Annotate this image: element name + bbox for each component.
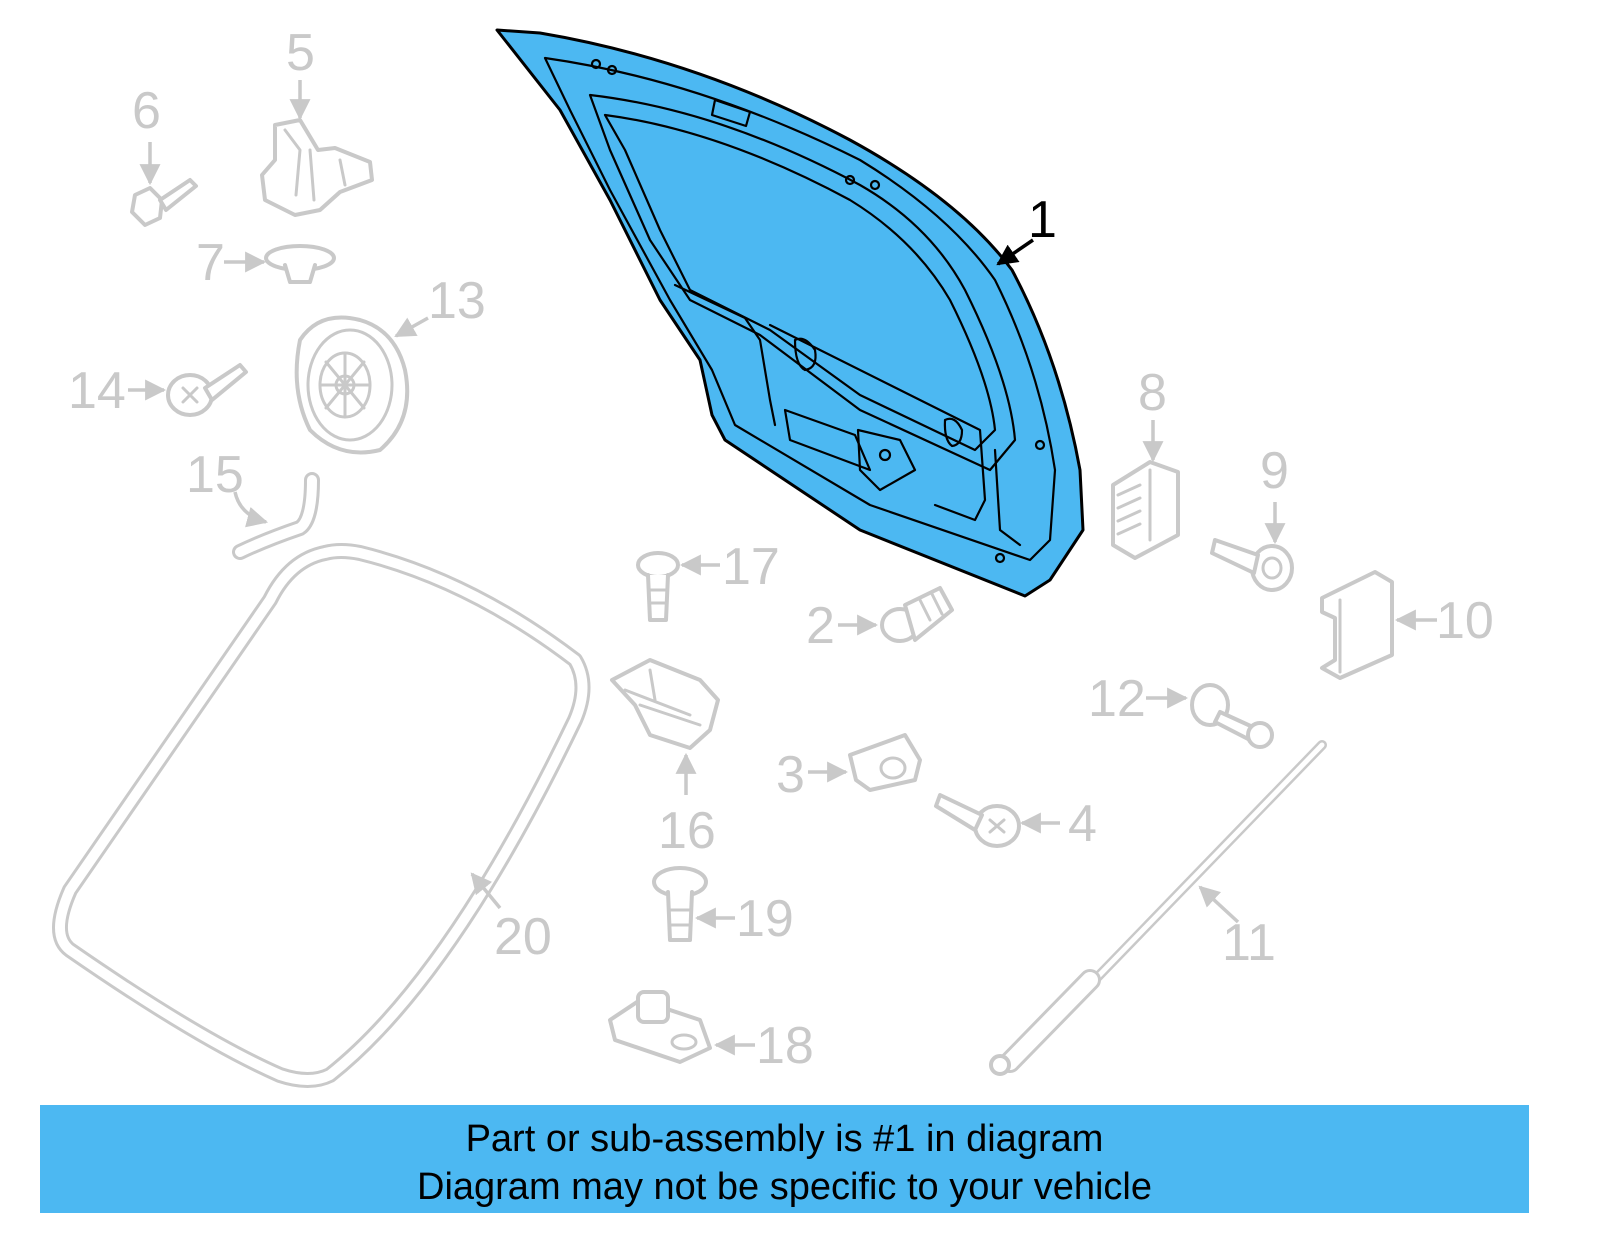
callout-10[interactable]: 10 bbox=[1436, 592, 1494, 650]
callout-16[interactable]: 16 bbox=[658, 802, 716, 860]
callout-5[interactable]: 5 bbox=[286, 24, 315, 82]
part-7-clip[interactable] bbox=[264, 244, 336, 284]
part-3-bracket[interactable] bbox=[848, 733, 922, 792]
part-20-weatherstrip[interactable] bbox=[52, 543, 591, 1088]
part-9-bolt[interactable] bbox=[1210, 538, 1294, 592]
part-6-bolt[interactable] bbox=[130, 178, 198, 227]
caption-banner: Part or sub-assembly is #1 in diagram Di… bbox=[40, 1105, 1529, 1213]
callout-13[interactable]: 13 bbox=[428, 272, 486, 330]
part-16-latch[interactable] bbox=[610, 658, 720, 750]
callout-11[interactable]: 11 bbox=[1222, 914, 1276, 972]
callout-15[interactable]: 15 bbox=[186, 446, 244, 504]
part-4-screw[interactable] bbox=[934, 793, 1021, 848]
part-18-striker-base[interactable] bbox=[608, 990, 712, 1064]
callout-12[interactable]: 12 bbox=[1088, 670, 1146, 728]
callout-4[interactable]: 4 bbox=[1068, 795, 1097, 853]
leader-13 bbox=[394, 316, 429, 338]
callout-17[interactable]: 17 bbox=[722, 538, 780, 596]
callout-14[interactable]: 14 bbox=[68, 362, 126, 420]
caption-line-2: Diagram may not be specific to your vehi… bbox=[417, 1166, 1152, 1208]
callout-9[interactable]: 9 bbox=[1260, 442, 1289, 500]
part-13-speaker[interactable] bbox=[294, 315, 410, 455]
part-5-hinge[interactable] bbox=[260, 118, 374, 217]
callout-1[interactable]: 1 bbox=[1028, 191, 1057, 249]
part-1-trunk-lid[interactable] bbox=[495, 28, 1085, 598]
part-17-push-pin[interactable] bbox=[636, 551, 680, 622]
part-12-ball-stud[interactable] bbox=[1190, 683, 1274, 749]
callout-18[interactable]: 18 bbox=[756, 1017, 814, 1075]
leader-15 bbox=[233, 491, 269, 528]
part-11-gas-strut[interactable] bbox=[989, 740, 1327, 1076]
part-14-screw[interactable] bbox=[166, 363, 248, 417]
callout-7[interactable]: 7 bbox=[196, 234, 225, 292]
part-10-cover[interactable] bbox=[1320, 570, 1394, 680]
leader-20 bbox=[470, 872, 502, 910]
callout-8[interactable]: 8 bbox=[1138, 364, 1167, 422]
part-15-hose[interactable] bbox=[232, 472, 320, 560]
leader-11 bbox=[1198, 885, 1240, 924]
callout-3[interactable]: 3 bbox=[776, 746, 805, 804]
caption-line-1: Part or sub-assembly is #1 in diagram bbox=[465, 1118, 1104, 1160]
part-2-bumper[interactable] bbox=[880, 586, 954, 643]
leader-1 bbox=[996, 238, 1034, 266]
callout-20[interactable]: 20 bbox=[494, 908, 552, 966]
part-8-switch[interactable] bbox=[1111, 460, 1180, 560]
callout-2[interactable]: 2 bbox=[806, 597, 835, 655]
callout-6[interactable]: 6 bbox=[132, 82, 161, 140]
callout-19[interactable]: 19 bbox=[736, 890, 794, 948]
part-19-bolt[interactable] bbox=[652, 866, 708, 942]
